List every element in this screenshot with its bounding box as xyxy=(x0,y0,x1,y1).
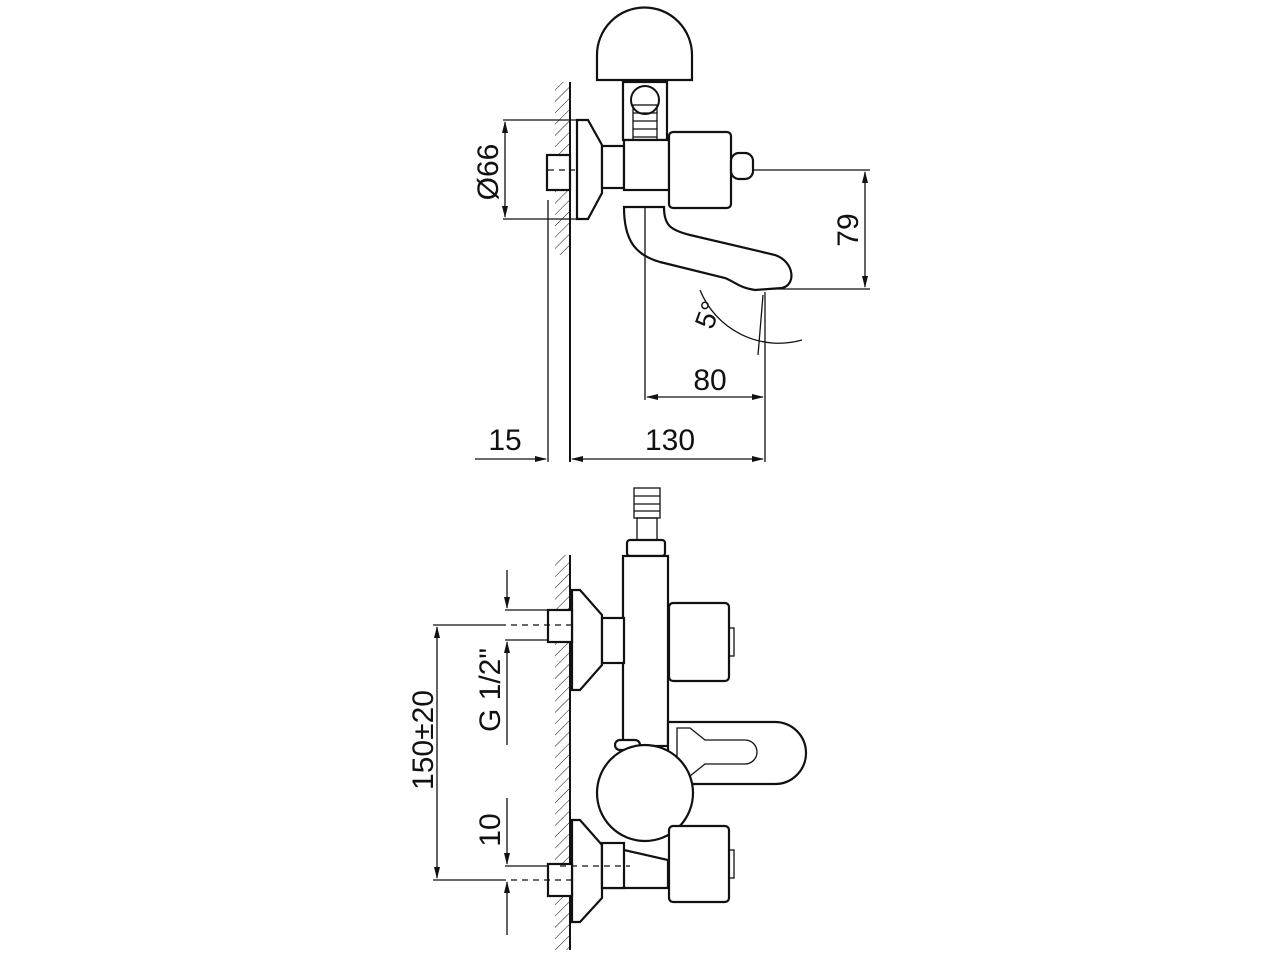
union-nut xyxy=(600,144,626,190)
spout-reach-label: 80 xyxy=(693,364,726,397)
lower-cap-button xyxy=(728,849,735,879)
angle-line xyxy=(757,294,764,356)
upper-cap-button xyxy=(728,627,735,657)
inlet-pipe xyxy=(545,153,572,192)
wall-hatch xyxy=(555,555,570,950)
mixer-body xyxy=(622,138,671,192)
angle-label: 5° xyxy=(689,297,727,333)
hand-shower-head xyxy=(595,6,694,82)
lever-grip xyxy=(676,727,758,777)
projection-label: 130 xyxy=(645,424,695,457)
lower-hex-cap xyxy=(667,824,731,904)
wall-offset-label: 15 xyxy=(488,424,521,457)
side-view: Ø66 79 5° 80 130 15 xyxy=(472,6,870,462)
eccentric-label: 10 xyxy=(474,813,507,846)
mixer-body xyxy=(595,743,695,843)
diverter-column xyxy=(621,554,670,748)
diameter-label: Ø66 xyxy=(472,144,505,201)
angle-arc xyxy=(699,289,803,344)
upper-inlet-pipe xyxy=(546,608,574,644)
upper-union-nut xyxy=(600,616,626,665)
diverter-knob xyxy=(729,151,755,181)
shower-hose xyxy=(633,487,661,541)
shower-holder xyxy=(621,80,669,142)
thread-label: G 1/2" xyxy=(474,648,507,732)
front-view: 150±20 G 1/2" 10 xyxy=(407,487,808,950)
centers-label: 150±20 xyxy=(407,690,440,790)
hex-cap xyxy=(667,130,733,210)
lower-union-nut xyxy=(600,841,626,890)
upper-escutcheon xyxy=(570,588,604,692)
hose-loop xyxy=(630,85,660,115)
spout-height-label: 79 xyxy=(832,213,865,246)
spout xyxy=(622,205,793,292)
upper-hex-cap xyxy=(667,601,731,683)
lower-escutcheon xyxy=(570,818,604,924)
hose-connector xyxy=(625,538,667,558)
escutcheon xyxy=(575,118,604,221)
